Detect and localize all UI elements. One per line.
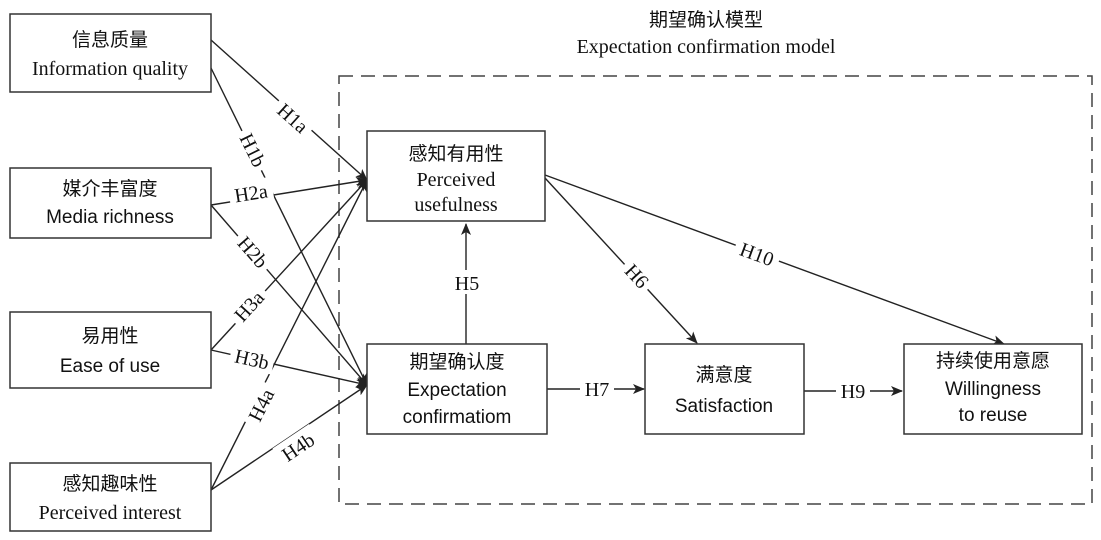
- info-quality-en: Information quality: [32, 58, 188, 80]
- ease-of-use-cn: 易用性: [81, 325, 138, 347]
- willingness-cn: 持续使用意愿: [936, 350, 1050, 372]
- box-media-richness: 媒介丰富度 Media richness: [9, 167, 212, 239]
- perceived-usefulness-en1: Perceived: [417, 169, 496, 191]
- edge-h1b: [210, 67, 368, 386]
- perceived-usefulness-en2: usefulness: [414, 194, 498, 216]
- edge-h2b: [210, 204, 368, 386]
- box-willingness-to-reuse: 持续使用意愿 Willingness to reuse: [903, 343, 1083, 435]
- edge-h4a: [210, 179, 368, 491]
- box-expectation-confirmation: 期望确认度 Expectation confirmatiom: [366, 343, 548, 435]
- edges: [210, 39, 1005, 491]
- box-ease-of-use: 易用性 Ease of use: [9, 311, 212, 389]
- willingness-en1: Willingness: [945, 379, 1041, 400]
- box-satisfaction: 满意度 Satisfaction: [644, 343, 805, 435]
- expectation-confirmation-cn: 期望确认度: [409, 351, 504, 373]
- box-perceived-usefulness: 感知有用性 Perceived usefulness: [366, 130, 546, 222]
- expectation-confirmation-en1: Expectation: [407, 380, 506, 401]
- label-h9: H9: [841, 381, 865, 403]
- satisfaction-cn: 满意度: [695, 364, 752, 386]
- satisfaction-en: Satisfaction: [675, 396, 773, 417]
- label-h5: H5: [455, 273, 479, 295]
- label-h7: H7: [585, 379, 609, 401]
- media-richness-en: Media richness: [46, 207, 174, 228]
- willingness-en2: to reuse: [959, 405, 1028, 426]
- perceived-interest-en: Perceived interest: [39, 502, 182, 524]
- box-information-quality: 信息质量 Information quality: [9, 13, 212, 93]
- expectation-confirmation-en2: confirmatiom: [403, 407, 512, 428]
- ease-of-use-en: Ease of use: [60, 356, 160, 377]
- perceived-interest-cn: 感知趣味性: [62, 473, 157, 495]
- perceived-usefulness-cn: 感知有用性: [408, 143, 503, 165]
- ecm-frame: [338, 75, 1093, 505]
- model-title-cn: 期望确认模型: [649, 9, 763, 31]
- edge-h6: [544, 177, 698, 344]
- media-richness-cn: 媒介丰富度: [62, 178, 157, 200]
- info-quality-cn: 信息质量: [72, 29, 148, 51]
- label-h2a: H2a: [233, 180, 270, 207]
- model-title-en: Expectation confirmation model: [577, 36, 836, 58]
- label-h10: H10: [737, 239, 777, 272]
- box-perceived-interest: 感知趣味性 Perceived interest: [9, 462, 212, 532]
